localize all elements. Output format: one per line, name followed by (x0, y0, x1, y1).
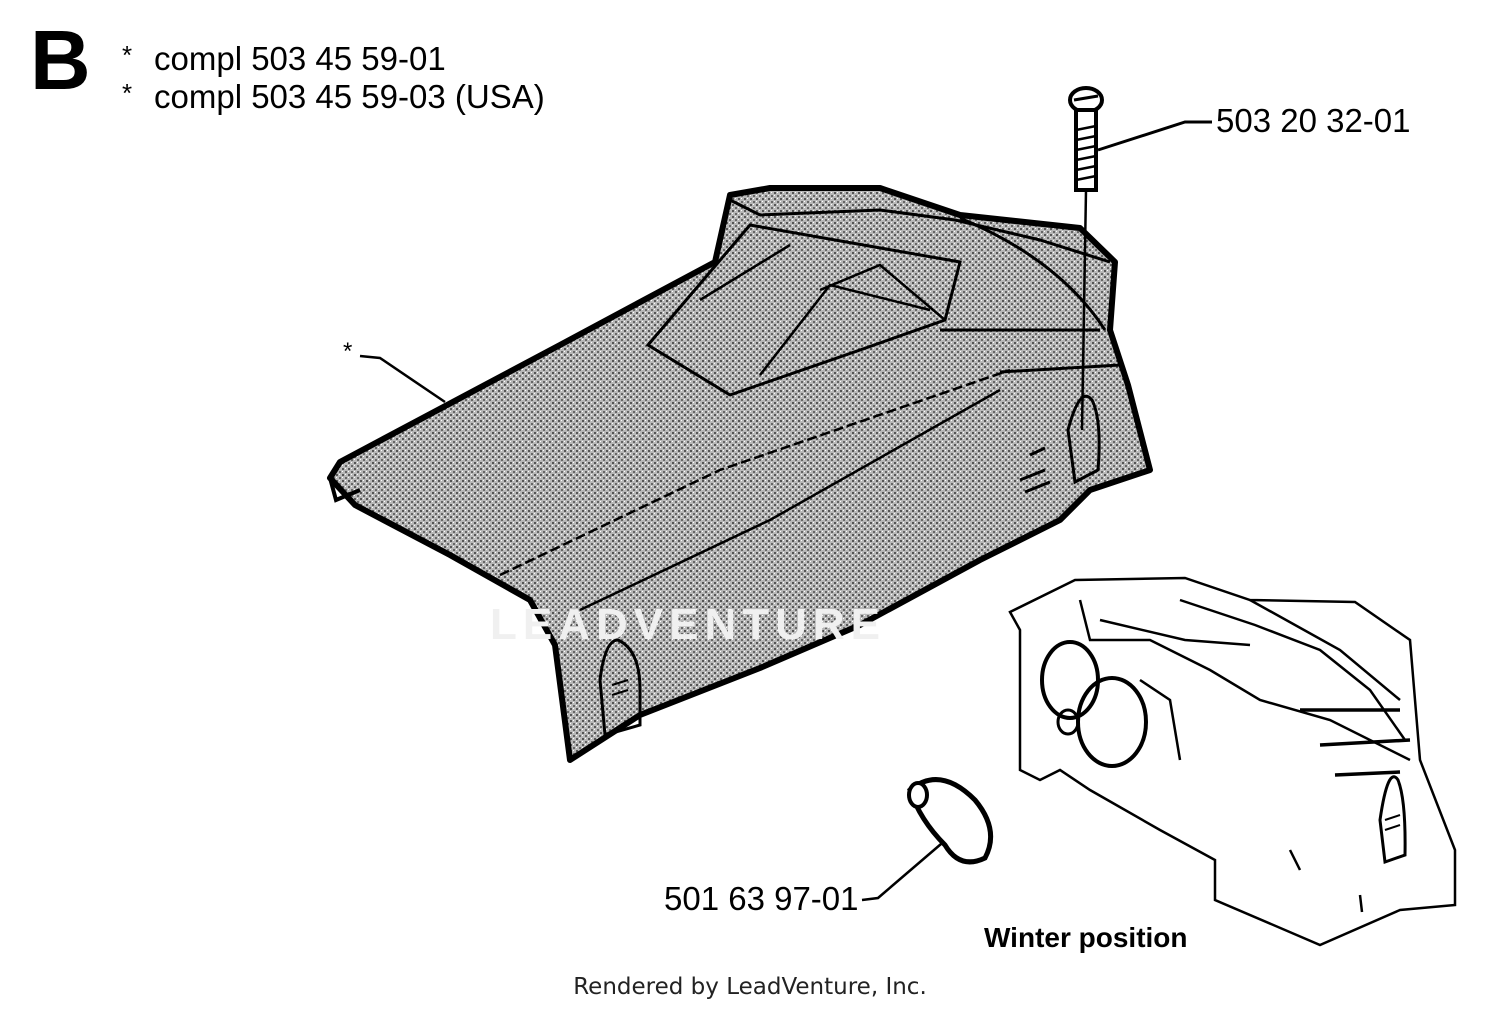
cover-leader-line (359, 354, 446, 404)
kit-marker-2: * (122, 78, 133, 108)
plate-part-number: 501 63 97-01 (664, 880, 859, 917)
kit-text-2: compl 503 45 59-03 (USA) (154, 78, 545, 115)
plate-leader-line (861, 837, 949, 902)
screw-leader-line (1097, 120, 1212, 152)
winter-plate-part (907, 777, 994, 865)
kit-line-2: * compl 503 45 59-03 (USA) (122, 80, 545, 113)
cylinder-cover (327, 185, 1153, 763)
winter-position-label: Winter position (984, 922, 1188, 953)
kit-marker-1: * (122, 40, 133, 70)
cover-callout-marker: * (343, 338, 353, 365)
section-letter: B (30, 13, 91, 107)
kit-line-1: * compl 503 45 59-01 (122, 42, 446, 75)
screw-part (1068, 86, 1104, 431)
footer-credit: Rendered by LeadVenture, Inc. (573, 974, 927, 1000)
winter-position-housing (1008, 576, 1457, 947)
kit-text-1: compl 503 45 59-01 (154, 40, 446, 77)
watermark: LEADVENTURE (490, 600, 887, 649)
screw-part-number: 503 20 32-01 (1216, 102, 1411, 139)
